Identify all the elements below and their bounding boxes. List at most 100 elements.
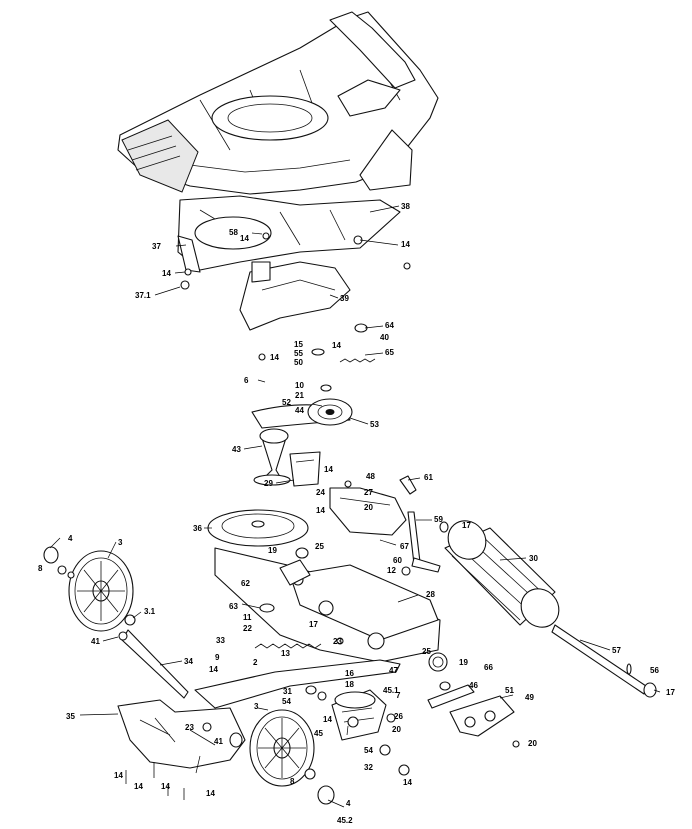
callout-label: 14 xyxy=(323,715,332,724)
callout-label: 21 xyxy=(295,391,304,400)
callout-label: 2 xyxy=(253,658,258,667)
callout-label: 53 xyxy=(370,420,379,429)
callout-label: 43 xyxy=(232,445,241,454)
callout-label: 14 xyxy=(162,269,171,278)
callout-label: 41 xyxy=(91,637,100,646)
callout-label: 52 xyxy=(282,398,291,407)
callout-label: 26 xyxy=(394,712,403,721)
callout-label: 22 xyxy=(243,624,252,633)
part-callout-labels: 38 58 14 37 14 14 37.1 39 64 40 15 14 55… xyxy=(38,202,675,825)
callout-label: 14 xyxy=(332,341,341,350)
callout-label: 62 xyxy=(241,579,250,588)
callout-label: 17 xyxy=(462,521,471,530)
callout-label: 18 xyxy=(345,680,354,689)
callout-label: 49 xyxy=(525,693,534,702)
callout-label: 25 xyxy=(422,647,431,656)
chain-sprocket xyxy=(427,652,475,709)
handle-arm xyxy=(121,629,401,709)
callout-label: 15 xyxy=(294,340,303,349)
clutch-bracket xyxy=(329,487,407,536)
callout-label: 23 xyxy=(333,637,342,646)
grass-deflector xyxy=(239,261,351,331)
callout-label: 36 xyxy=(193,524,202,533)
chain-guard xyxy=(449,695,515,737)
chassis-frame xyxy=(214,547,441,663)
callout-label: 40 xyxy=(380,333,389,342)
callout-label: 64 xyxy=(385,321,394,330)
callout-label: 14 xyxy=(114,771,123,780)
callout-label: 14 xyxy=(316,506,325,515)
callout-label: 66 xyxy=(484,663,493,672)
callout-label: 55 xyxy=(294,349,303,358)
callout-label: 59 xyxy=(434,515,443,524)
blade-disc xyxy=(207,509,309,547)
callout-label: 16 xyxy=(345,669,354,678)
callout-label: 47 xyxy=(389,666,398,675)
callout-label: 38 xyxy=(401,202,410,211)
left-wheel xyxy=(68,550,134,632)
callout-label: 45 xyxy=(314,729,323,738)
callout-label: 20 xyxy=(392,725,401,734)
callout-label: 56 xyxy=(650,666,659,675)
callout-label: 13 xyxy=(281,649,290,658)
callout-label: 10 xyxy=(295,381,304,390)
hardware-parts xyxy=(43,232,657,805)
callout-label: 7 xyxy=(396,691,401,700)
side-cover xyxy=(117,699,246,769)
callout-label: 51 xyxy=(505,686,514,695)
callout-label: 12 xyxy=(387,566,396,575)
callout-label: 8 xyxy=(290,777,295,786)
callout-label: 58 xyxy=(229,228,238,237)
callout-label: 31 xyxy=(283,687,292,696)
right-wheel xyxy=(249,709,315,787)
callout-label: 46 xyxy=(469,681,478,690)
callout-label: 45.2 xyxy=(337,816,353,825)
callout-label: 34 xyxy=(184,657,193,666)
callout-label: 45.1 xyxy=(383,686,399,695)
callout-label: 14 xyxy=(401,240,410,249)
callout-label: 14 xyxy=(270,353,279,362)
roller xyxy=(444,520,647,695)
callout-label: 33 xyxy=(216,636,225,645)
callout-label: 14 xyxy=(134,782,143,791)
callout-label: 50 xyxy=(294,358,303,367)
callout-label: 44 xyxy=(295,406,304,415)
callout-label: 14 xyxy=(403,778,412,787)
handle-lever xyxy=(399,475,441,573)
callout-label: 14 xyxy=(161,782,170,791)
callout-label: 48 xyxy=(366,472,375,481)
callout-label: 3.1 xyxy=(144,607,156,616)
callout-label: 41 xyxy=(214,737,223,746)
callout-label: 3 xyxy=(254,702,259,711)
callout-label: 20 xyxy=(364,503,373,512)
callout-label: 20 xyxy=(528,739,537,748)
callout-label: 27 xyxy=(364,488,373,497)
callout-label: 29 xyxy=(264,479,273,488)
callout-label: 9 xyxy=(215,653,220,662)
callout-label: 14 xyxy=(206,789,215,798)
callout-label: 3 xyxy=(118,538,123,547)
callout-label: 19 xyxy=(459,658,468,667)
callout-label: 54 xyxy=(364,746,373,755)
callout-label: 8 xyxy=(38,564,43,573)
gearbox xyxy=(331,689,387,741)
callout-label: 17 xyxy=(666,688,675,697)
callout-label: 4 xyxy=(68,534,73,543)
callout-label: 28 xyxy=(426,590,435,599)
callout-label: 39 xyxy=(340,294,349,303)
callout-label: 37.1 xyxy=(135,291,151,300)
callout-label: 65 xyxy=(385,348,394,357)
callout-label: 37 xyxy=(152,242,161,251)
rear-shield xyxy=(177,195,401,273)
callout-label: 24 xyxy=(316,488,325,497)
callout-label: 6 xyxy=(244,376,249,385)
leader-lines xyxy=(49,205,661,808)
callout-label: 30 xyxy=(529,554,538,563)
callout-label: 60 xyxy=(393,556,402,565)
callout-label: 14 xyxy=(209,665,218,674)
belt-cover-bracket xyxy=(289,451,321,487)
callout-label: 32 xyxy=(364,763,373,772)
callout-label: 61 xyxy=(424,473,433,482)
callout-label: 67 xyxy=(400,542,409,551)
